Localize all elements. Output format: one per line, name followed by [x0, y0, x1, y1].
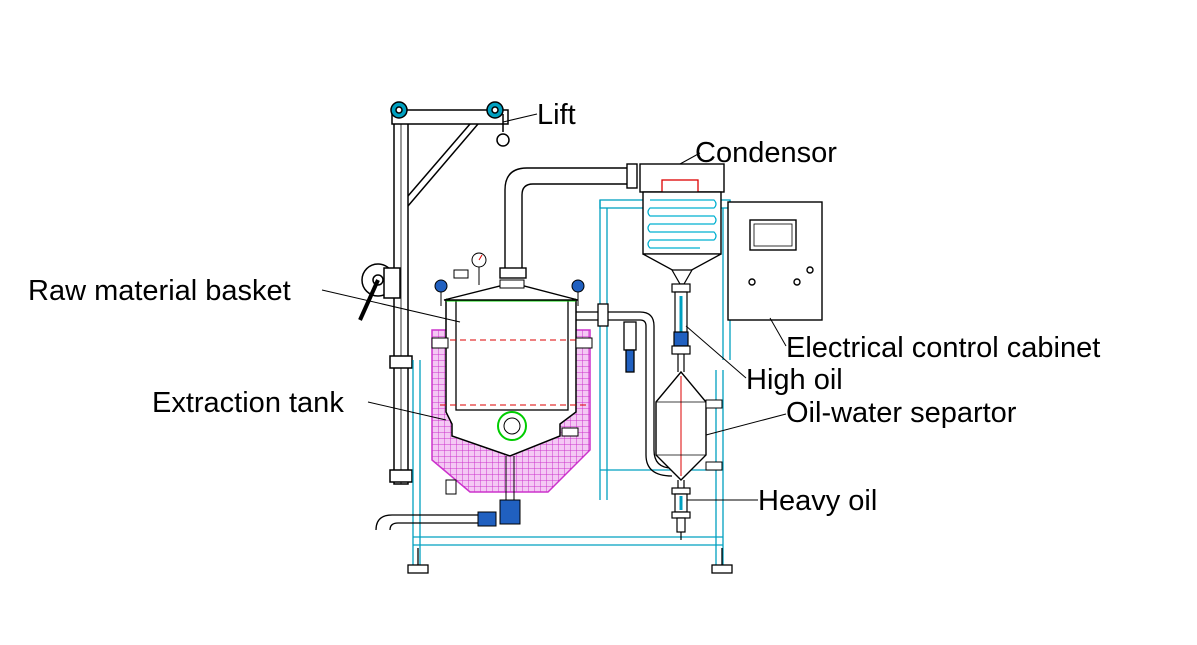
lid-clamp-left: [434, 279, 448, 293]
label-heavy-oil: Heavy oil: [758, 485, 878, 517]
drain-valve: [477, 511, 497, 527]
label-raw-material-basket: Raw material basket: [28, 275, 291, 307]
label-extraction-tank: Extraction tank: [152, 387, 344, 419]
condensor: [639, 163, 725, 273]
leader-lines: [321, 113, 787, 501]
label-oil-water-separator: Oil-water separtor: [786, 397, 1017, 429]
high-oil-sight-glass: [670, 269, 694, 372]
oil-water-separator: [655, 370, 723, 481]
lid-clamp-right: [571, 279, 585, 293]
lift-assembly: [358, 101, 510, 485]
heavy-oil-sight-glass: [671, 480, 691, 540]
electrical-control-cabinet: [727, 201, 823, 321]
outlet-piping: [576, 303, 673, 477]
hook-icon: [496, 133, 510, 147]
extraction-tank: [375, 252, 593, 531]
outlet-valve: [625, 349, 635, 373]
label-condensor: Condensor: [695, 137, 837, 169]
manhole-icon: [497, 411, 527, 441]
machine-feet: [407, 548, 733, 574]
cooling-coil: [647, 199, 717, 249]
label-high-oil: High oil: [746, 364, 843, 396]
label-lift: Lift: [537, 99, 576, 131]
vapor-pipe: [499, 163, 638, 279]
label-electrical-control-cabinet: Electrical control cabinet: [786, 332, 1101, 364]
